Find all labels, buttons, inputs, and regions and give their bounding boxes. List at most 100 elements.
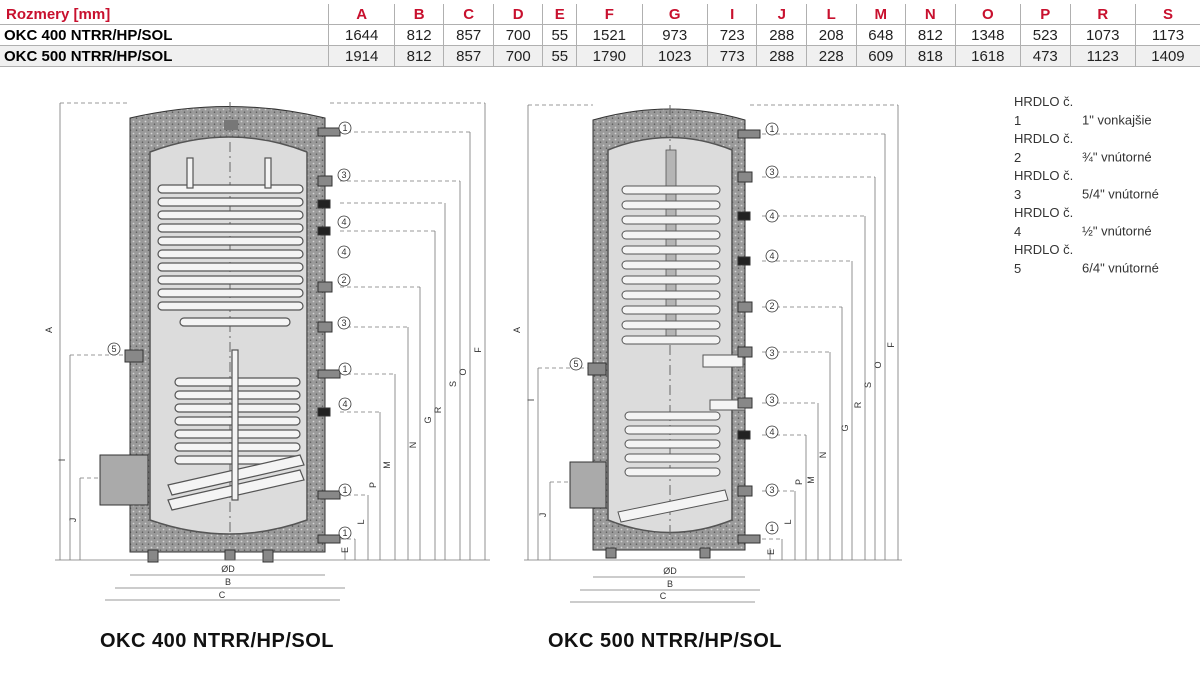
callout: 1 [765, 521, 779, 535]
caption-okc500: OKC 500 NTRR/HP/SOL [548, 630, 782, 652]
header-cell: P [1020, 4, 1071, 25]
value-cell: 723 [706, 24, 757, 46]
value-cell: 812 [393, 45, 444, 67]
value-cell: 812 [393, 24, 444, 46]
callout: 2 [765, 299, 779, 313]
lower-heat-exchanger-coil [617, 399, 746, 523]
header-cell: S [1134, 4, 1200, 25]
dim-label-m: M [806, 476, 816, 484]
header-cell: J [756, 4, 807, 25]
dim-label-r: R [433, 406, 443, 413]
value-cell: 1073 [1069, 24, 1136, 46]
legend-item: HRDLO č. 4 ½" vnútorné [1014, 204, 1159, 241]
header-cell: L [806, 4, 857, 25]
callout-number: 1 [769, 124, 774, 134]
dim-label-l: L [356, 519, 366, 524]
dim-label-e: E [340, 547, 350, 553]
dimension-lines [524, 104, 902, 603]
value-cell: 1348 [954, 24, 1021, 46]
callout: 5 [569, 357, 583, 371]
callout-number: 1 [342, 364, 347, 374]
model-cell: OKC 400 NTRR/HP/SOL [0, 24, 329, 46]
lower-heat-exchanger-coil [167, 349, 305, 511]
dim-label-n: N [818, 452, 828, 459]
header-cell: N [905, 4, 956, 25]
legend-name: HRDLO č. 1 [1014, 94, 1074, 128]
header-cell: M [855, 4, 906, 25]
legend-value: ½" vnútorné [1082, 223, 1152, 239]
callout-number: 3 [769, 485, 774, 495]
value-cell: 857 [443, 24, 494, 46]
dim-label-n: N [408, 442, 418, 449]
header-cell: D [492, 4, 543, 25]
dim-label-p: P [794, 479, 804, 485]
dim-label-l: L [783, 519, 793, 524]
dimension-labels: A I J F O S R G N M P L E ØD B C [44, 327, 483, 600]
callout: 1 [338, 483, 352, 497]
caption-okc400: OKC 400 NTRR/HP/SOL [100, 630, 334, 652]
dimension-lines [55, 102, 490, 601]
dim-label-c: C [219, 590, 226, 600]
callout: 2 [337, 273, 351, 287]
model-cell: OKC 500 NTRR/HP/SOL [0, 45, 329, 67]
connector-callouts: 1 3 4 4 2 3 1 4 1 1 5 [107, 121, 352, 540]
callout-number: 3 [769, 348, 774, 358]
dim-label-j: J [538, 513, 548, 518]
dim-label-m: M [382, 461, 392, 469]
callout: 3 [337, 168, 351, 182]
dim-label-f: F [886, 342, 896, 348]
value-cell: 1173 [1134, 24, 1200, 46]
callout-number: 3 [769, 395, 774, 405]
dimensions-table: Rozmery [mm] A B C D E F G I J L M N O P… [0, 4, 1200, 67]
value-cell: 773 [706, 45, 757, 67]
legend-value: ¾" vnútorné [1082, 149, 1152, 165]
table-row: OKC 500 NTRR/HP/SOL 1914 812 857 700 55 … [0, 45, 1200, 67]
callout: 4 [765, 249, 779, 263]
legend-name: HRDLO č. 4 [1014, 205, 1074, 239]
callout-number: 1 [342, 485, 347, 495]
callout: 3 [765, 393, 779, 407]
header-cell: O [954, 4, 1021, 25]
legend-value: 1" vonkajšie [1082, 112, 1152, 128]
dim-label-i: I [526, 399, 536, 402]
value-cell: 1914 [328, 45, 395, 67]
dim-label-g: G [423, 416, 433, 423]
callout-number: 5 [573, 359, 578, 369]
callout-number: 5 [111, 344, 116, 354]
callout: 3 [765, 483, 779, 497]
upper-heat-exchanger-coil [157, 157, 304, 327]
callout: 1 [338, 362, 352, 376]
value-cell: 55 [542, 24, 577, 46]
callout-number: 3 [341, 318, 346, 328]
value-cell: 700 [492, 45, 543, 67]
value-cell: 609 [855, 45, 906, 67]
connector-callouts: 1 3 4 4 2 3 3 4 3 1 5 [569, 122, 779, 535]
header-cell: E [542, 4, 577, 25]
dim-label-r: R [853, 401, 863, 408]
callout: 5 [107, 342, 121, 356]
callout-number: 1 [342, 528, 347, 538]
tank-drawing-okc500: A I J F O S R G N M P L E ØD B C 1 3 4 4… [512, 104, 902, 603]
table-header-row: Rozmery [mm] A B C D E F G I J L M N O P… [0, 4, 1200, 25]
callout-number: 2 [341, 275, 346, 285]
callout-number: 3 [341, 170, 346, 180]
callout: 3 [337, 316, 351, 330]
dim-label-p: P [368, 482, 378, 488]
table-row: OKC 400 NTRR/HP/SOL 1644 812 857 700 55 … [0, 24, 1200, 46]
value-cell: 1023 [641, 45, 708, 67]
callout: 3 [765, 346, 779, 360]
callout: 4 [765, 209, 779, 223]
legend-name: HRDLO č. 3 [1014, 168, 1074, 202]
value-cell: 973 [641, 24, 708, 46]
header-cell: I [706, 4, 757, 25]
value-cell: 1409 [1134, 45, 1200, 67]
tank-drawing-okc400: A I J F O S R G N M P L E ØD B C 1 3 4 4… [44, 102, 490, 601]
callout: 1 [338, 121, 352, 135]
callout: 4 [765, 425, 779, 439]
dim-label-c: C [660, 591, 667, 601]
header-cell: Rozmery [mm] [0, 4, 329, 25]
dim-label-s: S [448, 381, 458, 387]
dim-label-j: J [68, 518, 78, 523]
